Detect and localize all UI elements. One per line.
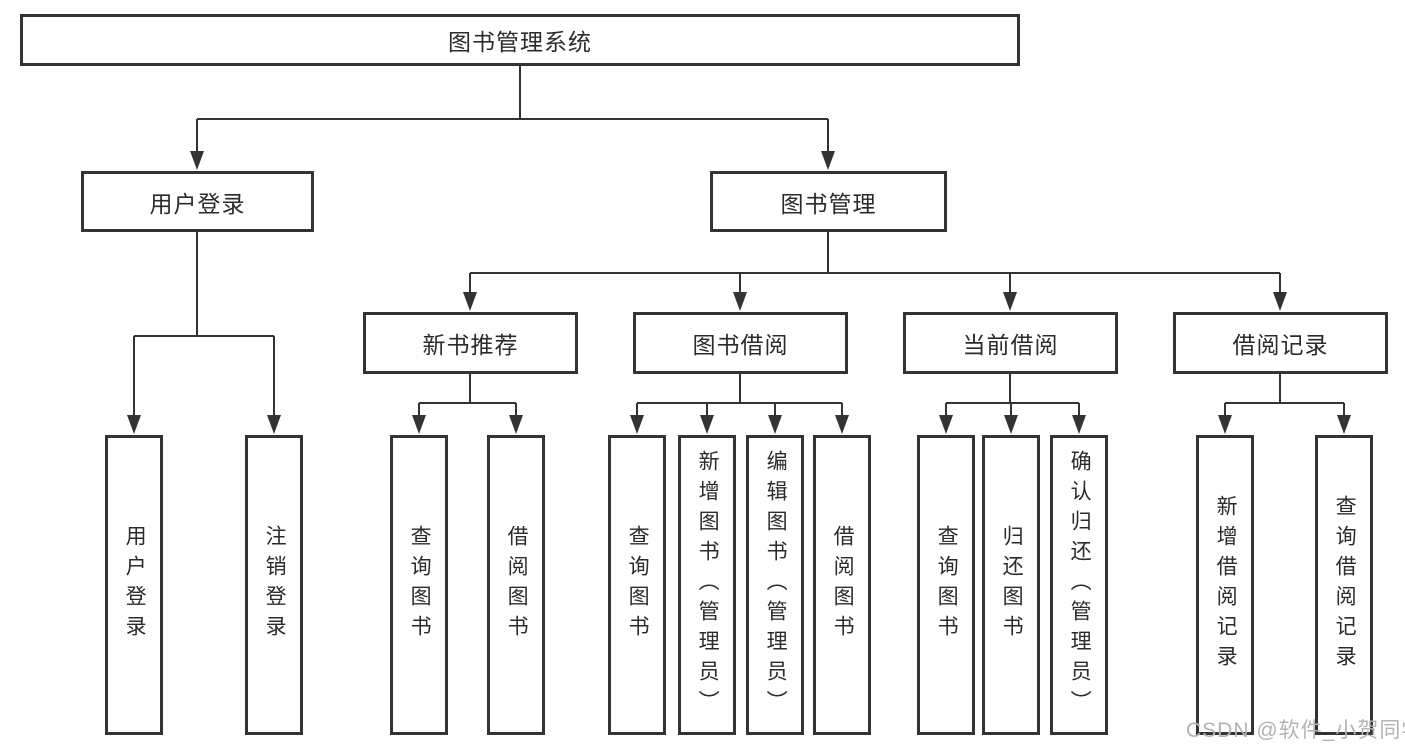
node-leaf-edit-books-admin: 编辑图书（管理员）: [746, 435, 804, 735]
node-book-borrowing: 图书借阅: [633, 312, 848, 374]
node-label: 借阅记录: [1232, 332, 1329, 358]
node-label: 借阅图书: [505, 525, 529, 645]
arrowheads: [127, 151, 1351, 434]
node-new-book-recommend: 新书推荐: [363, 312, 578, 374]
node-leaf-confirm-return-admin: 确认归还（管理员）: [1050, 435, 1108, 735]
node-label: 查询借阅记录: [1333, 495, 1357, 675]
node-label: 查询图书: [935, 525, 959, 645]
node-leaf-query-books-borrowing: 查询图书: [608, 435, 666, 735]
node-label: 用户登录: [123, 525, 147, 645]
node-label: 用户登录: [149, 190, 246, 217]
node-label: 确认归还（管理员）: [1068, 450, 1092, 720]
node-book-management: 图书管理: [710, 171, 947, 232]
node-leaf-return-books: 归还图书: [982, 435, 1040, 735]
node-leaf-query-books-recommend: 查询图书: [390, 435, 448, 735]
connector-paths: [133, 66, 1345, 418]
node-label: 借阅图书: [831, 525, 855, 645]
node-label: 图书管理: [780, 190, 877, 217]
node-label: 注销登录: [263, 525, 287, 645]
node-label: 查询图书: [408, 525, 432, 645]
node-label: 归还图书: [1000, 525, 1024, 645]
node-leaf-borrow-books-recommend: 借阅图书: [487, 435, 545, 735]
node-leaf-logout: 注销登录: [245, 435, 303, 735]
node-user-login: 用户登录: [81, 171, 314, 232]
node-borrow-records: 借阅记录: [1173, 312, 1388, 374]
node-label: 编辑图书（管理员）: [764, 450, 788, 720]
node-leaf-user-login: 用户登录: [105, 435, 163, 735]
node-leaf-add-books-admin: 新增图书（管理员）: [678, 435, 736, 735]
node-label: 新书推荐: [422, 332, 519, 358]
node-leaf-query-borrow-record: 查询借阅记录: [1315, 435, 1373, 735]
node-label: 查询图书: [626, 525, 650, 645]
node-leaf-add-borrow-record: 新增借阅记录: [1196, 435, 1254, 735]
node-leaf-query-books-current: 查询图书: [917, 435, 975, 735]
node-root-system: 图书管理系统: [20, 14, 1020, 66]
node-label: 新增图书（管理员）: [696, 450, 720, 720]
node-label: 图书管理系统: [448, 29, 592, 55]
node-leaf-borrow-books: 借阅图书: [813, 435, 871, 735]
node-label: 图书借阅: [692, 332, 789, 358]
node-label: 新增借阅记录: [1214, 495, 1238, 675]
csdn-watermark: CSDN @软件_小贺同学: [1186, 719, 1405, 742]
node-label: 当前借阅: [962, 332, 1059, 358]
node-current-borrowing: 当前借阅: [903, 312, 1118, 374]
